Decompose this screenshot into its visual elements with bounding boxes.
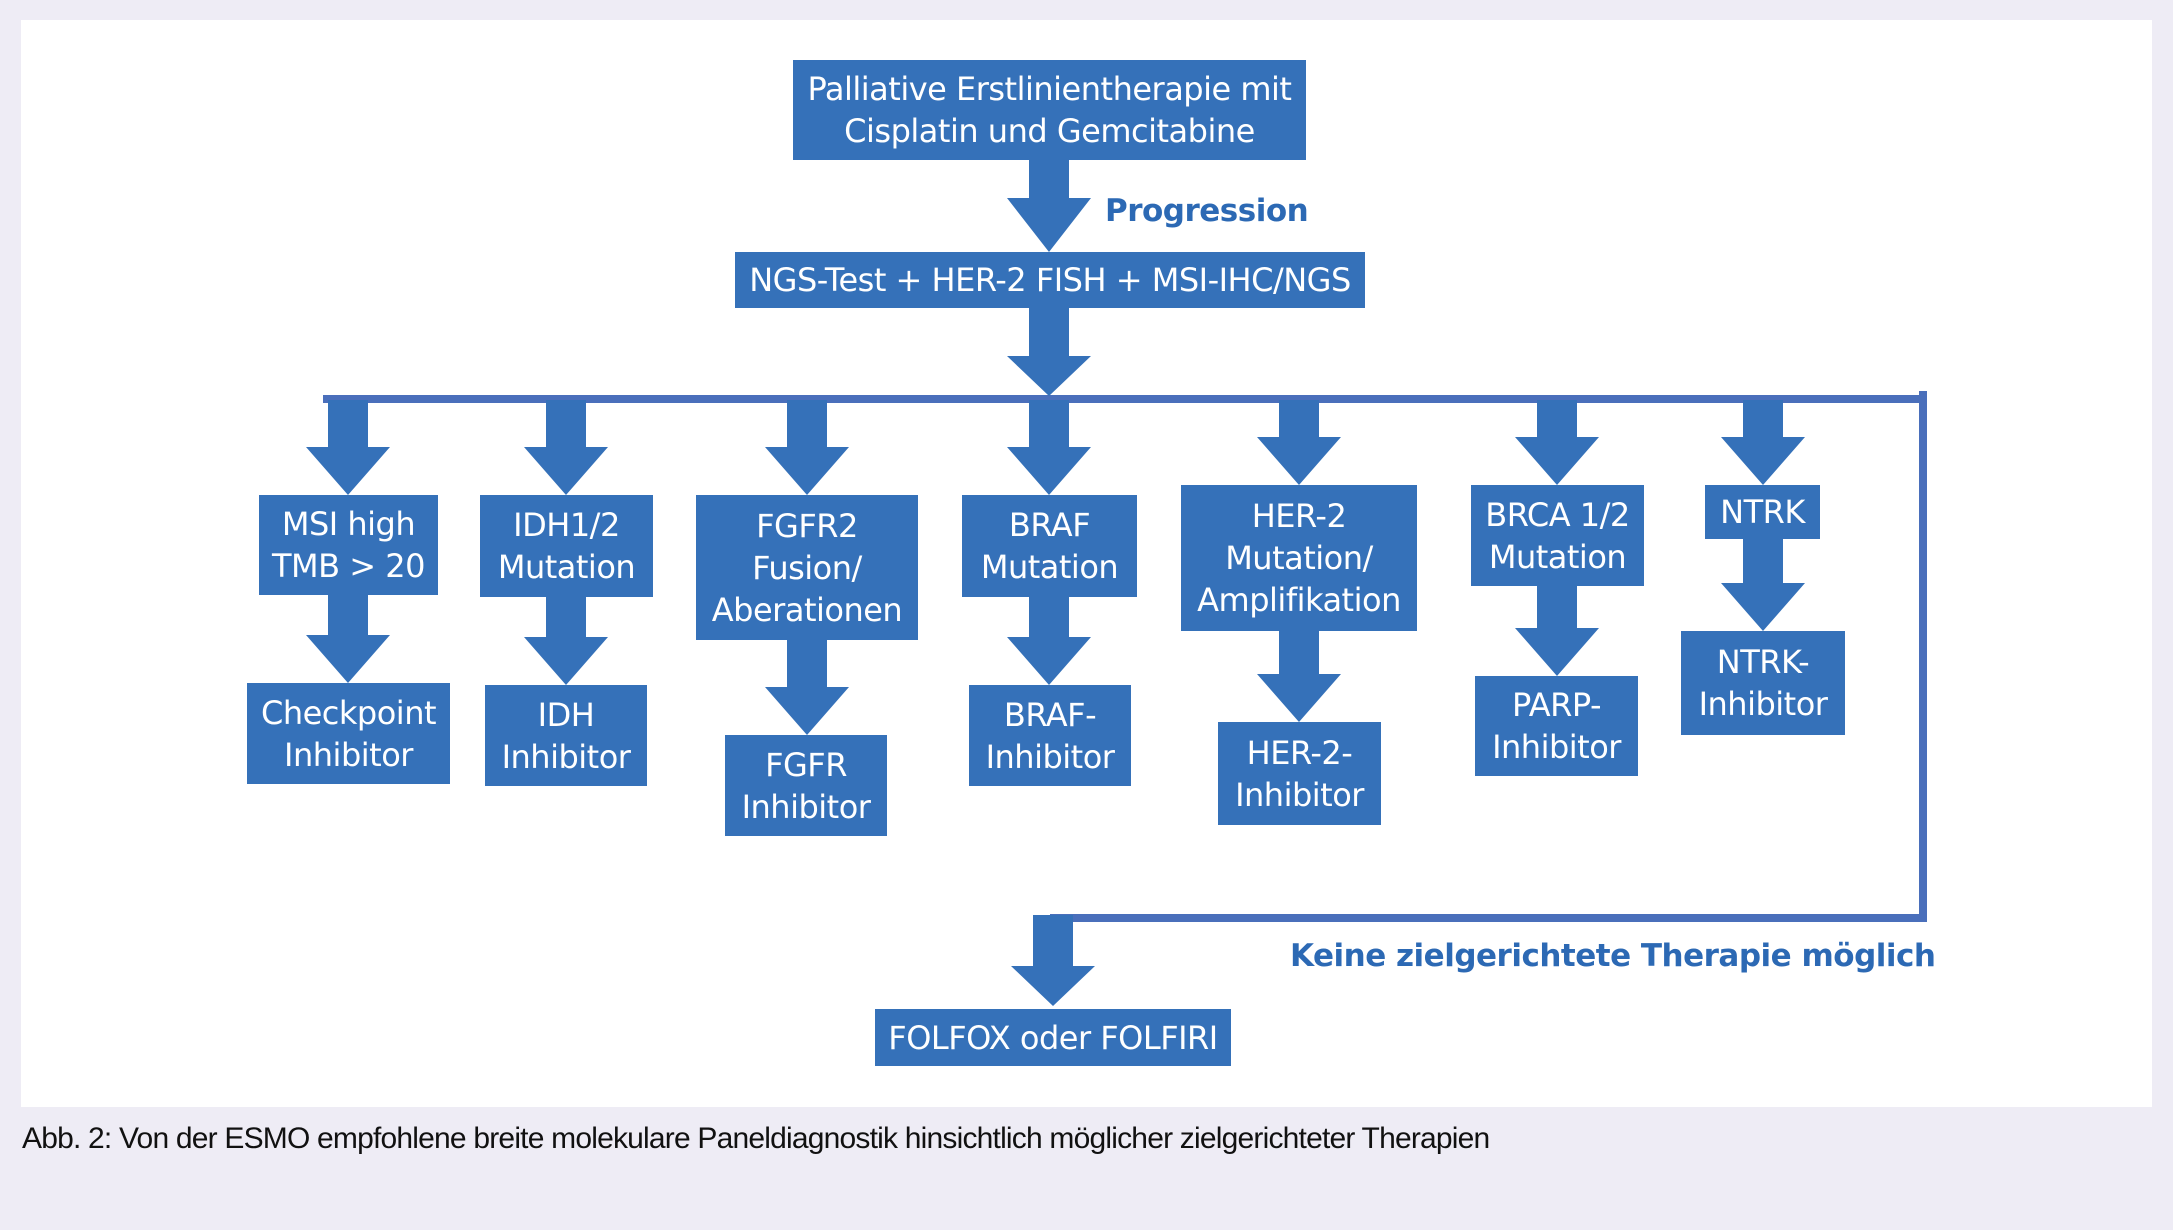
- therapy-box-ntrk: NTRK- Inhibitor: [1681, 631, 1845, 735]
- marker-box-msi: MSI high TMB > 20: [259, 495, 438, 595]
- no-targeted-therapy-label: Keine zielgerichtete Therapie möglich: [1290, 938, 1936, 974]
- marker-box-braf: BRAF Mutation: [962, 495, 1137, 597]
- marker-box-ntrk: NTRK: [1705, 485, 1820, 539]
- figure-caption: Abb. 2: Von der ESMO empfohlene breite m…: [22, 1122, 1490, 1155]
- therapy-box-fgfr: FGFR Inhibitor: [725, 735, 887, 836]
- marker-box-fgfr2: FGFR2 Fusion/ Aberationen: [696, 495, 918, 640]
- start-therapy-box: Palliative Erstlinientherapie mit Cispla…: [793, 60, 1306, 160]
- fallback-therapy-box: FOLFOX oder FOLFIRI: [875, 1009, 1231, 1066]
- therapy-box-checkpoint: Checkpoint Inhibitor: [247, 683, 450, 784]
- diagnostic-test-box: NGS-Test + HER-2 FISH + MSI-IHC/NGS: [735, 252, 1365, 308]
- therapy-box-braf: BRAF- Inhibitor: [969, 685, 1131, 786]
- progression-label: Progression: [1105, 193, 1309, 229]
- marker-box-her2: HER-2 Mutation/ Amplifikation: [1181, 485, 1417, 631]
- therapy-box-idh: IDH Inhibitor: [485, 685, 647, 786]
- therapy-box-parp: PARP- Inhibitor: [1475, 676, 1638, 776]
- therapy-box-her2: HER-2- Inhibitor: [1218, 722, 1381, 825]
- marker-box-brca: BRCA 1/2 Mutation: [1471, 485, 1644, 586]
- marker-box-idh: IDH1/2 Mutation: [480, 495, 653, 597]
